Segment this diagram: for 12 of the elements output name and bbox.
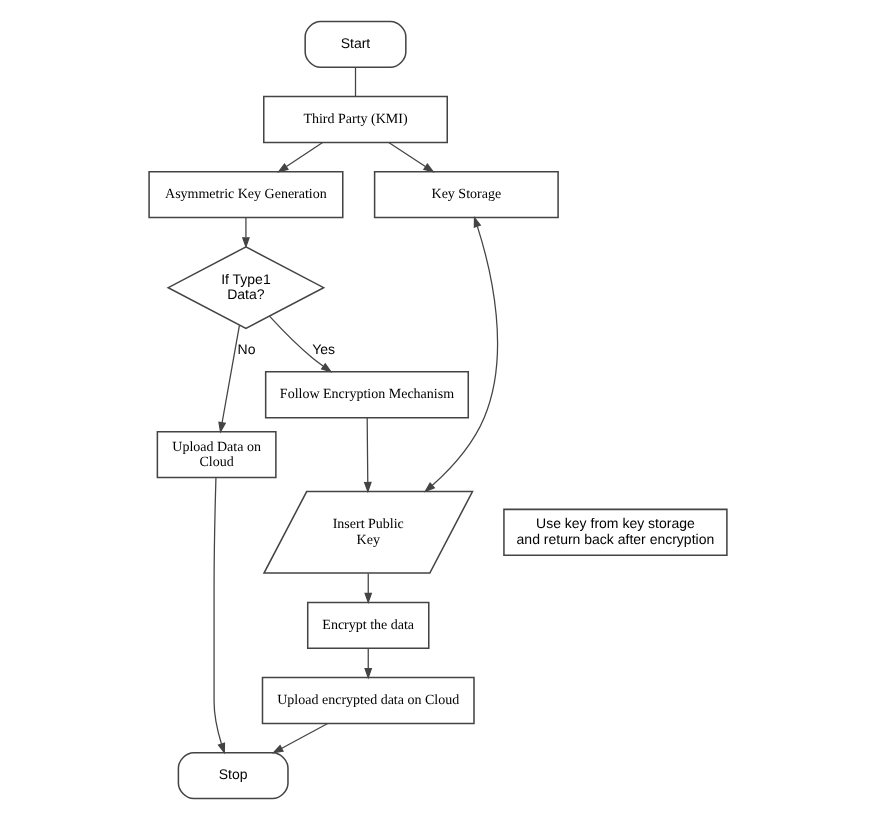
arrow — [363, 647, 372, 680]
arrow — [217, 324, 240, 434]
arrow — [362, 417, 371, 494]
arrow — [271, 722, 328, 754]
arrow — [212, 477, 225, 755]
arrow — [422, 215, 498, 493]
connector — [353, 66, 356, 98]
arrow — [387, 141, 434, 173]
arrow — [240, 217, 249, 249]
arrow — [276, 141, 323, 173]
arrow — [363, 572, 372, 605]
arrow — [267, 315, 332, 373]
